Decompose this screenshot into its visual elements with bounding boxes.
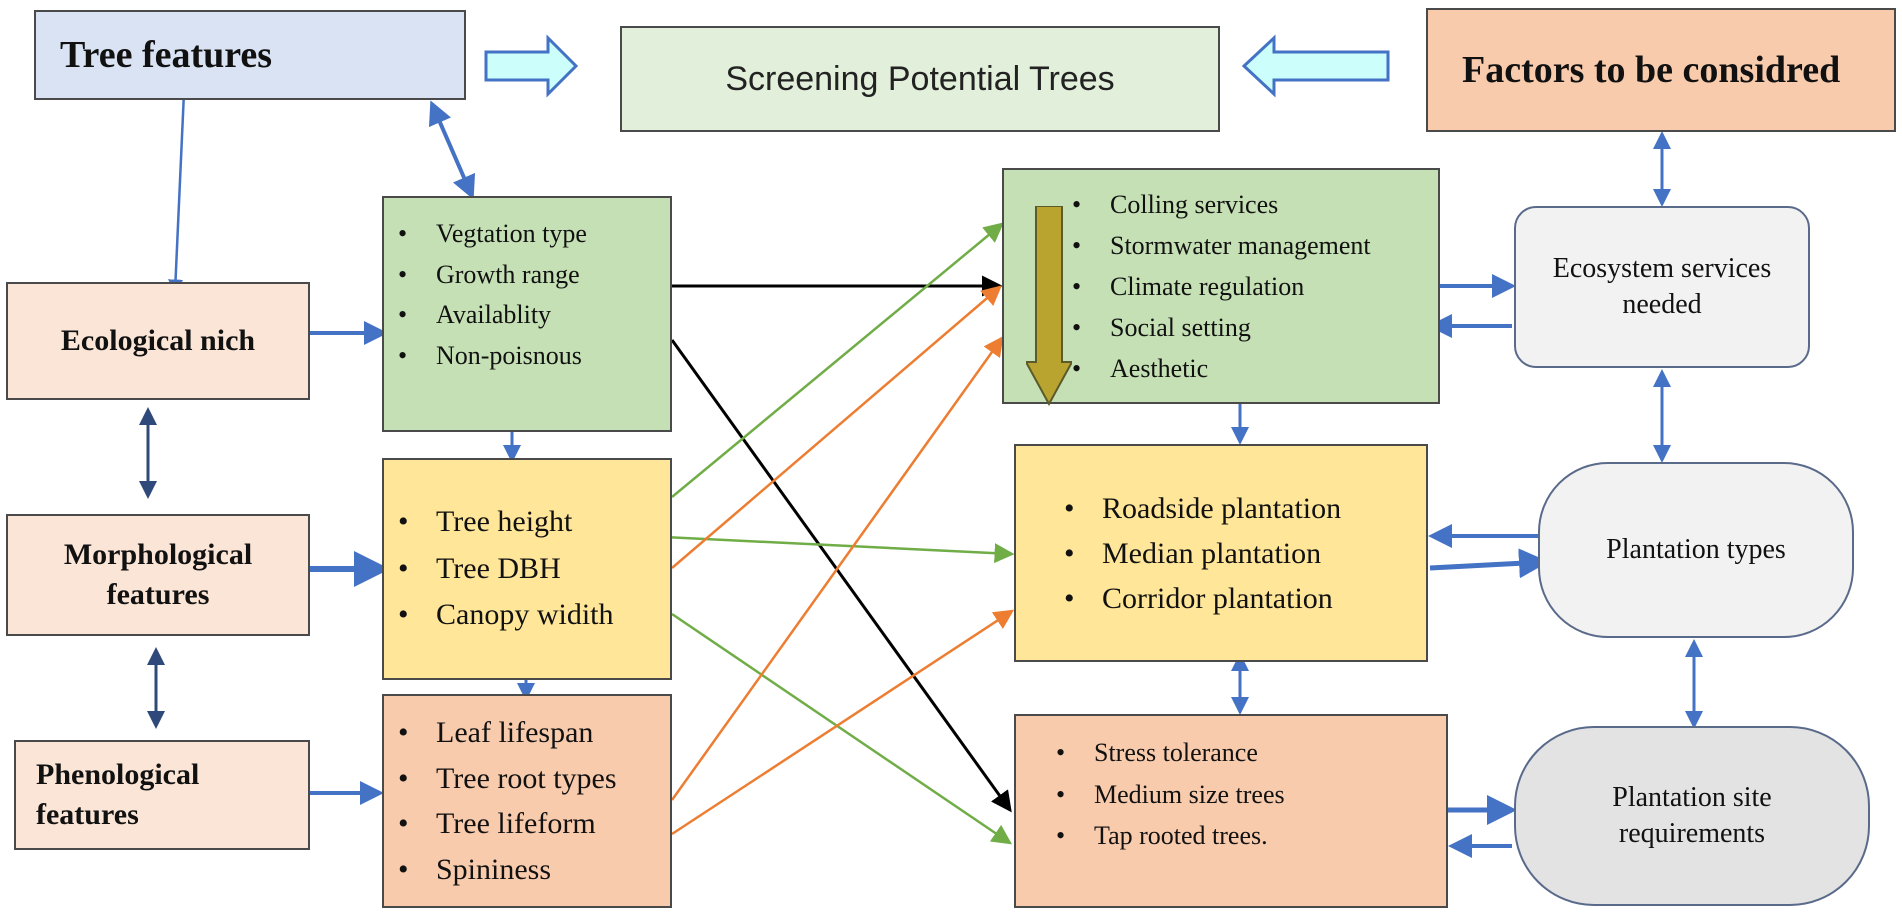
list-item: Stormwater management xyxy=(1058,225,1438,266)
list-item: Spininess xyxy=(384,847,670,893)
hollow-arrow-left xyxy=(1241,34,1390,98)
phenological-features-label: Phenological features xyxy=(36,757,200,832)
phenological-list-box: Leaf lifespan Tree root types Tree lifef… xyxy=(382,694,672,908)
list-item: Aesthetic xyxy=(1058,348,1438,389)
orange-arrow-morph-services xyxy=(671,285,1002,569)
list-item: Tree root types xyxy=(384,756,670,802)
ecological-list-box: Vegtation type Growth range Availablity … xyxy=(382,196,672,432)
ecosystem-services-label: Ecosystem services needed xyxy=(1552,252,1772,320)
factors-title: Factors to be considred xyxy=(1462,49,1841,91)
ecological-niche-label: Ecological nich xyxy=(60,323,256,357)
plantation-types-box: Plantation types xyxy=(1538,462,1854,638)
list-item: Tap rooted trees. xyxy=(1042,815,1446,857)
tree-features-box: Tree features xyxy=(34,10,466,100)
list-item: Growth range xyxy=(384,255,670,296)
list-item: Leaf lifespan xyxy=(384,710,670,756)
site-list: Stress tolerance Medium size trees Tap r… xyxy=(1016,732,1446,857)
green-arrow-morph-plantation xyxy=(663,535,1015,564)
list-item: Tree lifeform xyxy=(384,801,670,847)
list-item: Tree height xyxy=(384,499,614,546)
site-list-box: Stress tolerance Medium size trees Tap r… xyxy=(1014,714,1448,908)
black-arrow-eco-to-site xyxy=(670,339,1012,813)
orange-arrow-pheno-plantation xyxy=(671,609,1015,836)
tree-features-title: Tree features xyxy=(60,34,273,76)
morphological-features-box: Morphological features xyxy=(6,514,310,636)
green-arrow-morph-services xyxy=(671,222,1004,498)
ecosystem-services-box: Ecosystem services needed xyxy=(1514,206,1810,368)
arrow-tree-to-ecological xyxy=(168,91,186,295)
list-item: Roadside plantation xyxy=(1050,486,1341,531)
morphological-list-box: Tree height Tree DBH Canopy widith xyxy=(382,458,672,680)
ecological-niche-box: Ecological nich xyxy=(6,282,310,400)
plantation-list-box: Roadside plantation Median plantation Co… xyxy=(1014,444,1428,662)
hollow-arrow-right xyxy=(484,34,579,98)
green-arrow-morph-site xyxy=(671,612,1013,845)
ecological-list: Vegtation type Growth range Availablity … xyxy=(384,214,670,376)
list-item: Availablity xyxy=(384,295,670,336)
phenological-list: Leaf lifespan Tree root types Tree lifef… xyxy=(384,710,670,892)
morphological-list: Tree height Tree DBH Canopy widith xyxy=(384,499,614,639)
phenological-features-box: Phenological features xyxy=(14,740,310,850)
arrow-tree-to-eco-list xyxy=(428,100,476,200)
plantation-site-requirements-box: Plantation site requirements xyxy=(1514,726,1870,906)
plantation-list: Roadside plantation Median plantation Co… xyxy=(1016,486,1341,621)
list-item: Stress tolerance xyxy=(1042,732,1446,774)
plantation-site-requirements-label: Plantation site requirements xyxy=(1612,781,1772,849)
list-item: Colling services xyxy=(1058,184,1438,225)
plantation-types-label: Plantation types xyxy=(1606,533,1786,565)
list-item: Tree DBH xyxy=(384,546,614,593)
list-item: Social setting xyxy=(1058,307,1438,348)
list-item: Non-poisnous xyxy=(384,336,670,377)
arrow-plantation-to-types xyxy=(1429,548,1549,579)
morphological-features-label: Morphological features xyxy=(63,537,253,612)
screening-box: Screening Potential Trees xyxy=(620,26,1220,132)
services-list-box: Colling services Stormwater management C… xyxy=(1002,168,1440,406)
list-item: Climate regulation xyxy=(1058,266,1438,307)
orange-arrow-pheno-services xyxy=(670,335,1004,801)
list-item: Canopy widith xyxy=(384,592,614,639)
screening-title: Screening Potential Trees xyxy=(725,59,1115,98)
factors-box: Factors to be considred xyxy=(1426,8,1896,132)
list-item: Vegtation type xyxy=(384,214,670,255)
services-list: Colling services Stormwater management C… xyxy=(1004,184,1438,389)
list-item: Medium size trees xyxy=(1042,774,1446,816)
list-item: Median plantation xyxy=(1050,531,1341,576)
list-item: Corridor plantation xyxy=(1050,576,1341,621)
